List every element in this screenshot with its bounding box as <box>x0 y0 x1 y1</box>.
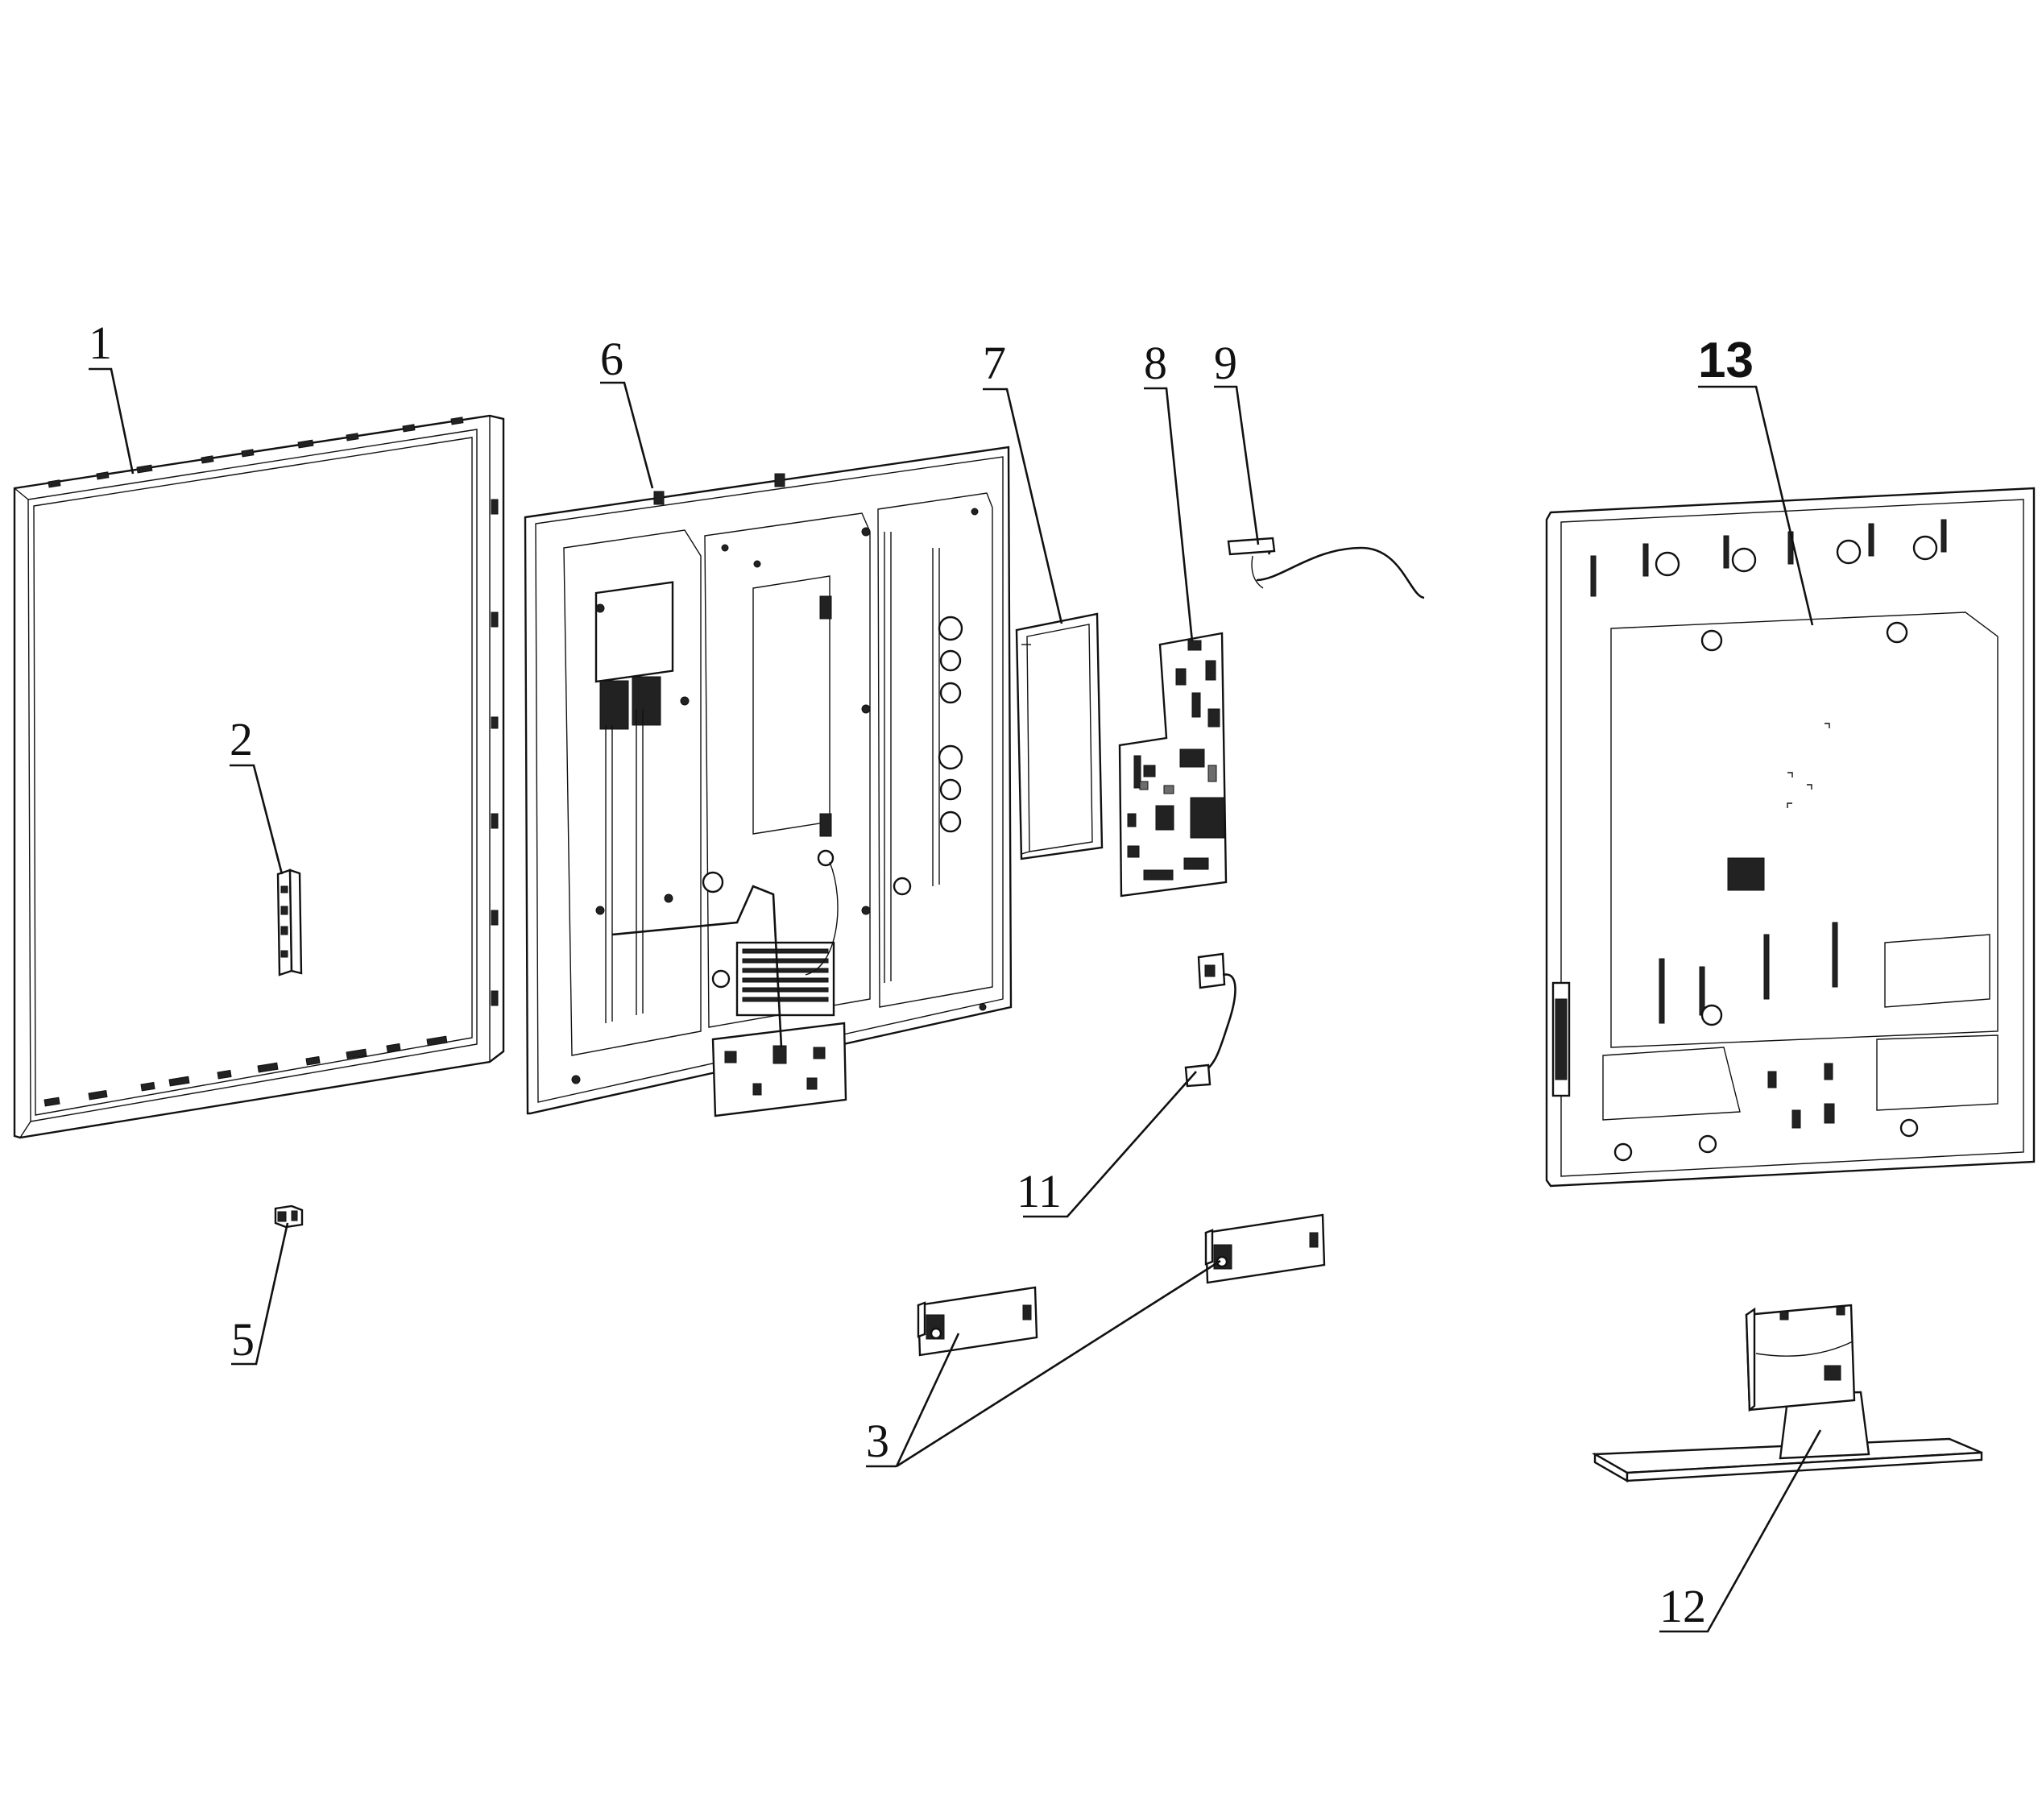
power-board-part-7 <box>1015 612 1104 860</box>
callout-13: 13 <box>1698 333 1754 388</box>
stand-part-12 <box>1591 1304 1983 1483</box>
leader-8 <box>1144 387 1194 642</box>
wire-harness-part-9 <box>1227 537 1425 599</box>
bracket-part-2 <box>276 869 303 976</box>
callout-2: 2 <box>230 713 253 765</box>
speaker-left-part-3 <box>917 1286 1038 1357</box>
callout-12: 12 <box>1659 1580 1706 1632</box>
main-board-part-8 <box>1118 632 1228 898</box>
leader-5 <box>231 1222 289 1366</box>
callout-11: 11 <box>1017 1165 1062 1217</box>
callout-labels: 1 2 6 7 8 9 13 11 5 3 12 <box>89 317 1754 1632</box>
leader-9 <box>1214 385 1260 545</box>
callout-5: 5 <box>231 1313 255 1366</box>
leader-6 <box>600 381 654 489</box>
chassis-backplate-part-6 <box>524 446 1013 1117</box>
callout-9: 9 <box>1214 337 1237 389</box>
leader-2 <box>230 764 284 875</box>
leader-7 <box>983 388 1063 624</box>
callout-7: 7 <box>983 337 1006 389</box>
key-board-part-11 <box>1184 952 1236 1088</box>
leader-3b <box>896 1259 1221 1468</box>
clip-part-5 <box>274 1204 304 1229</box>
rear-cover-part-13 <box>1545 487 2036 1188</box>
leader-1 <box>89 367 135 475</box>
front-bezel-part-1 <box>13 414 505 1139</box>
speaker-right-part-3 <box>1204 1213 1326 1284</box>
leader-13 <box>1698 385 1814 626</box>
callout-3: 3 <box>866 1415 889 1467</box>
leader-3a <box>895 1333 960 1467</box>
leader-11 <box>1023 1071 1197 1218</box>
leader-12 <box>1659 1429 1822 1633</box>
callout-6: 6 <box>600 333 623 385</box>
leader-lines <box>89 367 1822 1633</box>
callout-8: 8 <box>1144 337 1167 389</box>
callout-1: 1 <box>89 317 112 369</box>
